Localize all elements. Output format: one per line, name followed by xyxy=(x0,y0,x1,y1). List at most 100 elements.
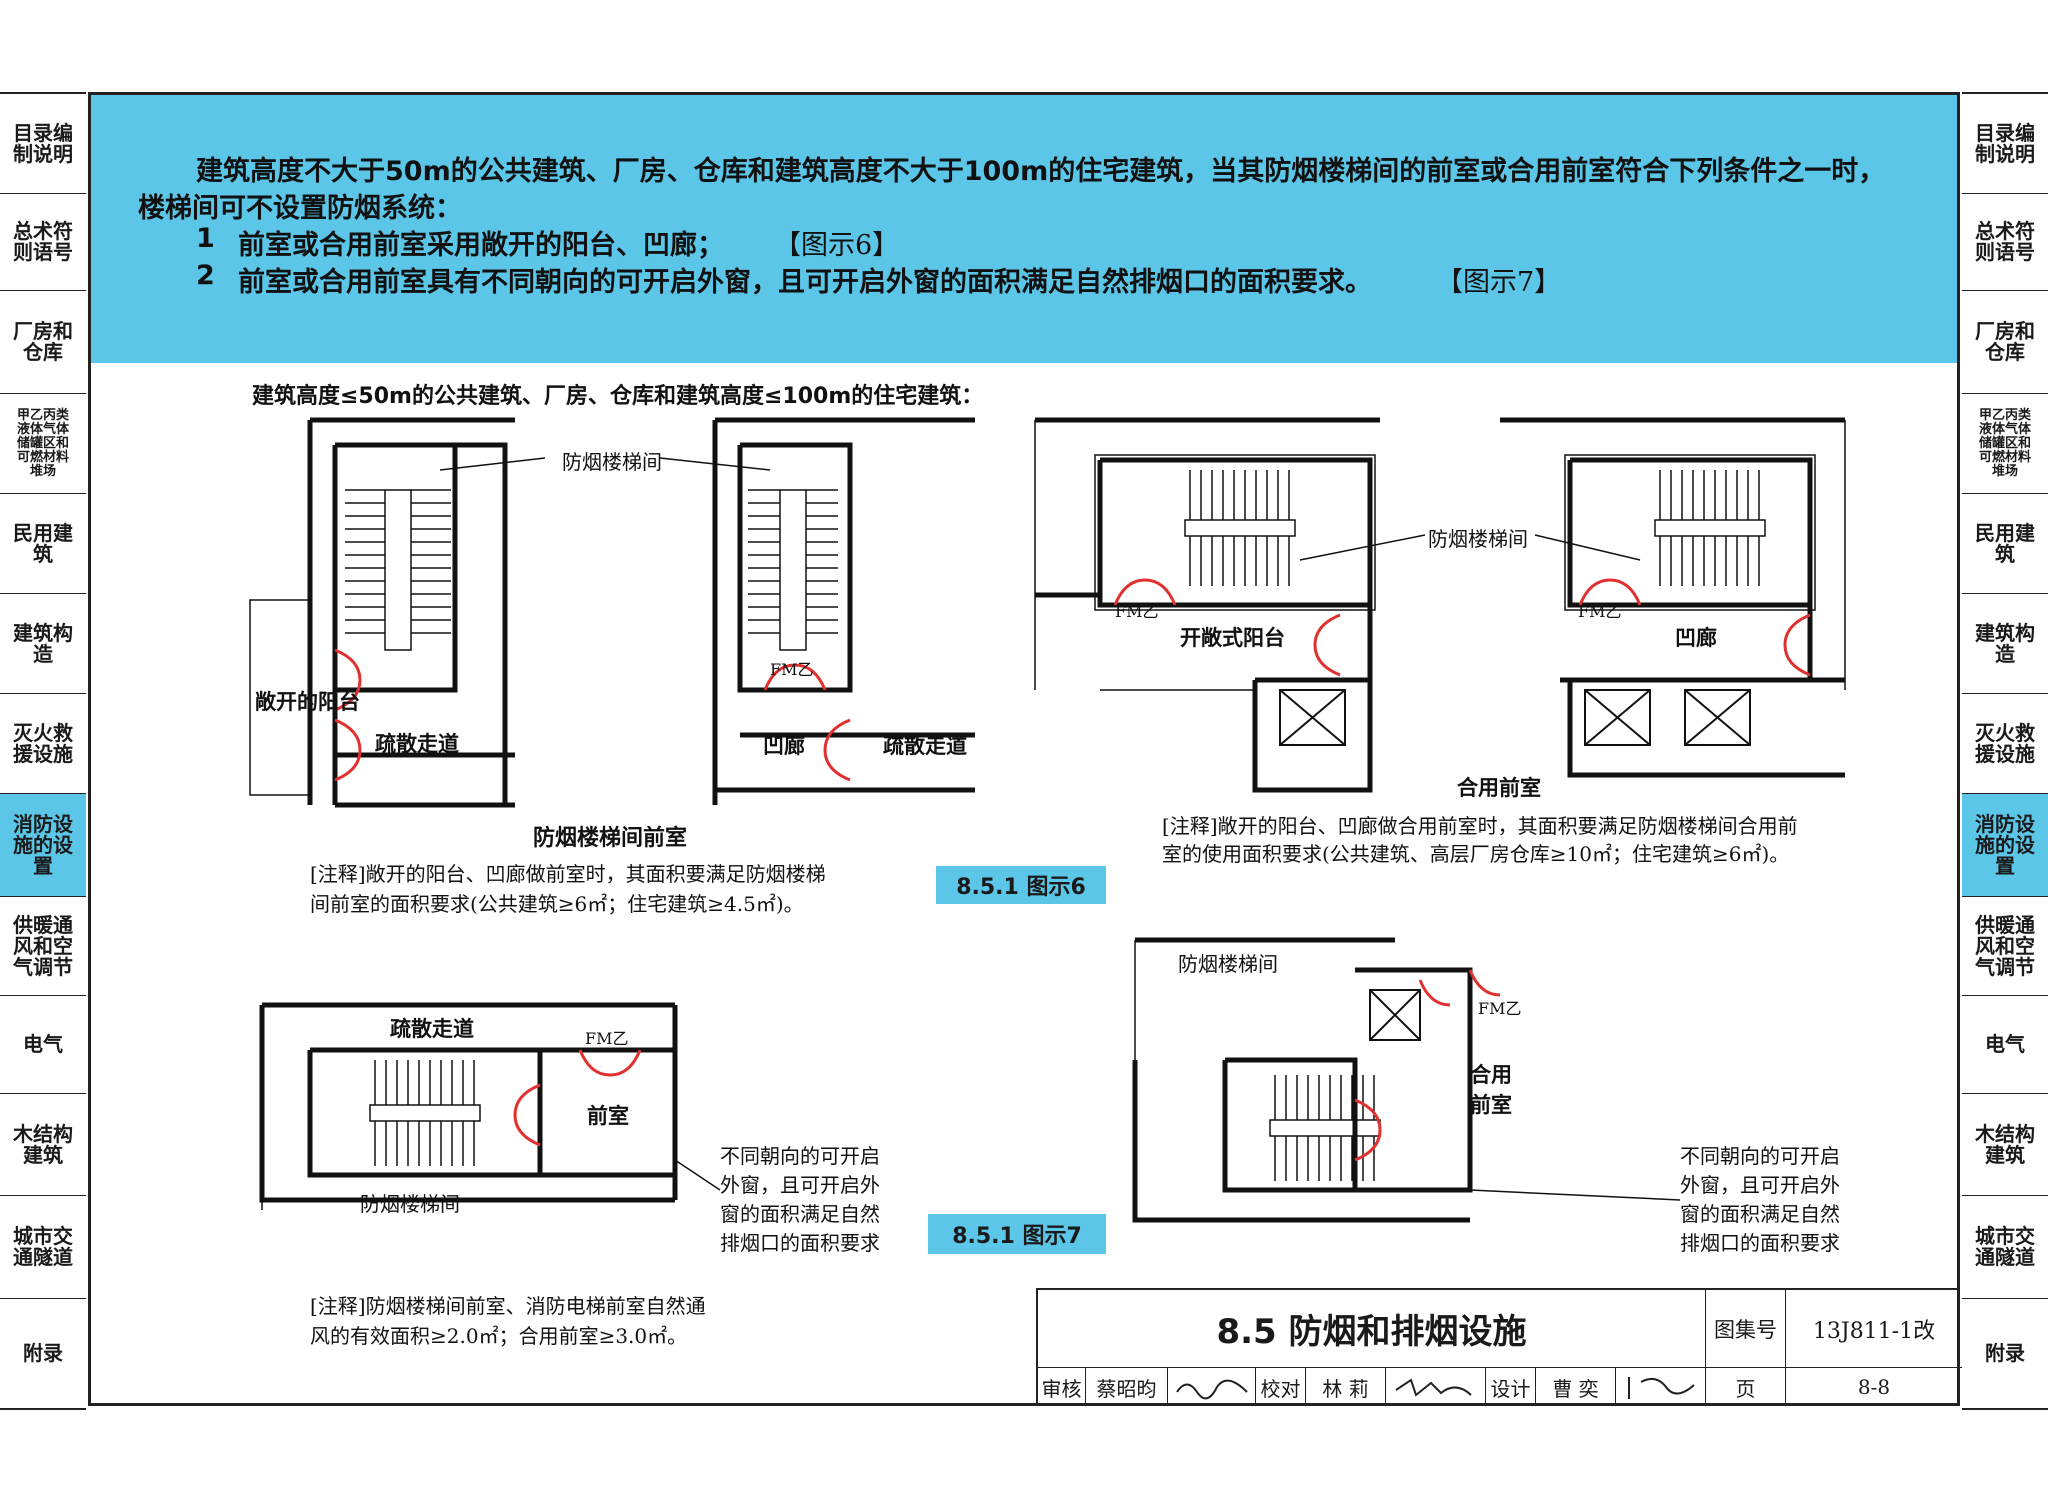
checker-signature xyxy=(1386,1368,1486,1406)
designer-name: 曹 奕 xyxy=(1536,1368,1616,1406)
atlas-label: 图集号 xyxy=(1706,1290,1786,1368)
category-tab-label: 建筑构造 xyxy=(1975,620,2035,666)
category-tab[interactable]: 建筑构造 xyxy=(0,594,86,694)
category-tab-label: 电气 xyxy=(1985,1032,2025,1056)
category-tab-label: 厂房和仓库 xyxy=(1975,319,2035,364)
reviewer-signature xyxy=(1168,1368,1256,1406)
right-category-tabs: 目录编制说明总术符则语号厂房和仓库甲乙丙类液体气体储罐区和可燃材料堆场民用建筑建… xyxy=(1962,92,2048,1410)
category-tab-label: 附录 xyxy=(23,1341,63,1365)
page-number: 8-8 xyxy=(1857,1375,1891,1399)
intro-line-1: 建筑高度不大于50m的公共建筑、厂房、仓库和建筑高度不大于100m的住宅建筑，当… xyxy=(196,156,1886,187)
category-tab[interactable]: 木结构建筑 xyxy=(0,1094,86,1196)
drawing-title: 8.5 防烟和排烟设施 xyxy=(1038,1290,1706,1368)
category-tab-label: 总术符则语号 xyxy=(1975,219,2035,264)
reviewer-name: 蔡昭昀 xyxy=(1086,1368,1168,1406)
fig7-fm: FM乙 xyxy=(585,1029,629,1048)
category-tab-label: 城市交通隧道 xyxy=(13,1224,73,1269)
page-label: 页 xyxy=(1706,1368,1786,1406)
fig6-note-left-1: [注释]敞开的阳台、凹廊做前室时，其面积要满足防烟楼梯 xyxy=(310,862,826,886)
category-tab[interactable]: 消防设施的设置 xyxy=(0,794,86,897)
category-tab[interactable]: 甲乙丙类液体气体储罐区和可燃材料堆场 xyxy=(1962,394,2048,494)
category-tab[interactable]: 附录 xyxy=(0,1299,86,1408)
check-label: 校对 xyxy=(1256,1368,1306,1406)
fig6-note-left-2: 间前室的面积要求(公共建筑≥6㎡；住宅建筑≥4.5㎡)。 xyxy=(310,892,804,916)
category-tab-label: 灭火救援设施 xyxy=(13,720,73,766)
fig7-shared-lobby: 合用前室 xyxy=(1470,1063,1512,1117)
fig6-recess-right: 凹廊 xyxy=(1675,626,1717,650)
category-tab[interactable]: 甲乙丙类液体气体储罐区和可燃材料堆场 xyxy=(0,394,86,494)
category-tab-label: 民用建筑 xyxy=(1975,520,2035,566)
category-tab[interactable]: 建筑构造 xyxy=(1962,594,2048,694)
fig6-open-balcony-right: 开敞式阳台 xyxy=(1180,626,1285,650)
category-tab[interactable]: 总术符则语号 xyxy=(0,194,86,291)
category-tab[interactable]: 附录 xyxy=(1962,1299,2048,1408)
category-tab[interactable]: 城市交通隧道 xyxy=(1962,1196,2048,1299)
fig6-note-right-1: [注释]敞开的阳台、凹廊做合用前室时，其面积要满足防烟楼梯间合用前 xyxy=(1162,814,1798,838)
category-tab-label: 供暖通风和空气调节 xyxy=(1975,912,2035,979)
category-tab[interactable]: 民用建筑 xyxy=(1962,494,2048,594)
item-2-ref: 【图示7】 xyxy=(1436,267,1562,298)
category-tab-label: 灭火救援设施 xyxy=(1975,720,2035,766)
atlas-number: 13J811-1改 xyxy=(1786,1290,1962,1368)
fig7-lobby: 前室 xyxy=(587,1104,629,1128)
category-tab[interactable]: 目录编制说明 xyxy=(0,94,86,194)
category-tab-label: 木结构建筑 xyxy=(1975,1121,2035,1167)
fig7-stair-label: 防烟楼梯间 xyxy=(360,1192,460,1216)
title-block: 8.5 防烟和排烟设施 图集号 13J811-1改 审核 蔡昭昀 校对 林 莉 … xyxy=(1036,1288,1962,1406)
fig6-corridor-b: 疏散走道 xyxy=(883,734,967,758)
category-tab-label: 城市交通隧道 xyxy=(1975,1224,2035,1269)
category-tab[interactable]: 供暖通风和空气调节 xyxy=(0,897,86,996)
fig7-window-note-right: 不同朝向的可开启外窗，且可开启外窗的面积满足自然排烟口的面积要求 xyxy=(1680,1144,1840,1255)
item-1-text: 前室或合用前室采用敞开的阳台、凹廊； xyxy=(238,230,724,261)
category-tab[interactable]: 灭火救援设施 xyxy=(1962,694,2048,794)
category-tab-label: 供暖通风和空气调节 xyxy=(13,912,73,979)
designer-signature xyxy=(1616,1368,1706,1406)
category-tab[interactable]: 城市交通隧道 xyxy=(0,1196,86,1299)
fig6-open-balcony: 敞开的阳台 xyxy=(255,690,360,714)
category-tab-label: 厂房和仓库 xyxy=(13,319,73,364)
category-tab[interactable]: 消防设施的设置 xyxy=(1962,794,2048,897)
fig6-heading: 建筑高度≤50m的公共建筑、厂房、仓库和建筑高度≤100m的住宅建筑： xyxy=(252,384,984,409)
category-tab-label: 附录 xyxy=(1985,1341,2025,1365)
category-tab[interactable]: 目录编制说明 xyxy=(1962,94,2048,194)
category-tab[interactable]: 供暖通风和空气调节 xyxy=(1962,897,2048,996)
item-2-text: 前室或合用前室具有不同朝向的可开启外窗，且可开启外窗的面积满足自然排烟口的面积要… xyxy=(238,267,1372,298)
category-tab-label: 消防设施的设置 xyxy=(1975,811,2035,878)
fig7-window-note-left: 不同朝向的可开启外窗，且可开启外窗的面积满足自然排烟口的面积要求 xyxy=(720,1144,880,1255)
category-tab-label: 木结构建筑 xyxy=(13,1121,73,1167)
category-tab-label: 目录编制说明 xyxy=(13,120,73,166)
category-tab[interactable]: 电气 xyxy=(0,996,86,1094)
category-tab[interactable]: 厂房和仓库 xyxy=(1962,291,2048,394)
item-1-num: 1 xyxy=(196,223,215,254)
category-tab[interactable]: 木结构建筑 xyxy=(1962,1094,2048,1196)
item-1-ref: 【图示6】 xyxy=(774,230,900,261)
fig7-fm-right: FM乙 xyxy=(1478,999,1522,1018)
page-frame xyxy=(88,92,1960,1406)
fig6-fm-b: FM乙 xyxy=(770,660,814,679)
category-tab[interactable]: 电气 xyxy=(1962,996,2048,1094)
category-tab[interactable]: 总术符则语号 xyxy=(1962,194,2048,291)
intro-banner: 建筑高度不大于50m的公共建筑、厂房、仓库和建筑高度不大于100m的住宅建筑，当… xyxy=(91,95,1957,363)
category-tab-label: 甲乙丙类液体气体储罐区和可燃材料堆场 xyxy=(1978,407,2031,479)
category-tab[interactable]: 民用建筑 xyxy=(0,494,86,594)
category-tab[interactable]: 厂房和仓库 xyxy=(0,291,86,394)
fig6-note-right-2: 室的使用面积要求(公共建筑、高层厂房仓库≥10㎡；住宅建筑≥6㎡)。 xyxy=(1162,842,1790,866)
category-tab-label: 建筑构造 xyxy=(13,620,73,666)
category-tab[interactable]: 灭火救援设施 xyxy=(0,694,86,794)
fig6-recess: 凹廊 xyxy=(763,734,805,758)
intro-line-2: 楼梯间可不设置防烟系统： xyxy=(138,193,462,224)
fig6-stair-label: 防烟楼梯间 xyxy=(562,450,662,474)
category-tab-label: 电气 xyxy=(23,1032,63,1056)
review-label: 审核 xyxy=(1038,1368,1086,1406)
fig7-corridor: 疏散走道 xyxy=(390,1017,474,1041)
fig6-fm-d: FM乙 xyxy=(1578,602,1622,621)
fig6-corridor-a: 疏散走道 xyxy=(375,732,459,756)
category-tab-label: 民用建筑 xyxy=(13,520,73,566)
fig6-fm-c: FM乙 xyxy=(1115,602,1159,621)
category-tab-label: 消防设施的设置 xyxy=(13,811,73,878)
fig7-stair-label-right: 防烟楼梯间 xyxy=(1178,952,1278,976)
fig7-note-2: 风的有效面积≥2.0㎡；合用前室≥3.0㎡。 xyxy=(310,1324,688,1348)
fig6-shared-lobby: 合用前室 xyxy=(1457,776,1541,800)
fig6-caption-left: 防烟楼梯间前室 xyxy=(533,826,688,851)
